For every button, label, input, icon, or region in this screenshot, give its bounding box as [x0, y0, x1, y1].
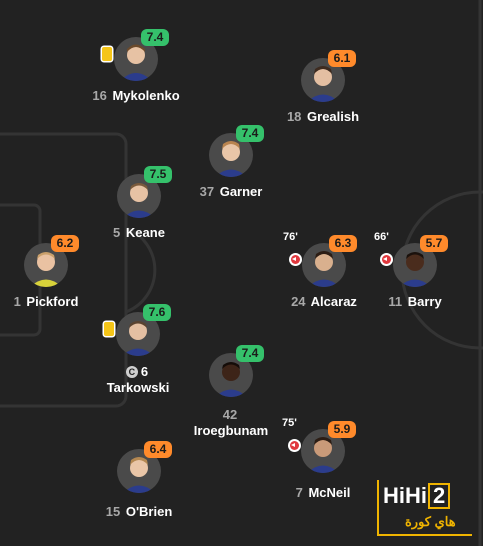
player-barry[interactable]: 66' 5.7 11 Barry — [360, 231, 470, 310]
player-name: 18 Grealish — [268, 109, 378, 125]
player-name: 5 Keane — [84, 225, 194, 241]
player-photo — [209, 133, 253, 177]
rating-badge: 5.7 — [420, 235, 448, 252]
substitution-time: 75' — [282, 417, 297, 429]
player-label: Keane — [125, 225, 165, 240]
player-label: Alcaraz — [310, 294, 357, 309]
rating-badge: 7.4 — [141, 29, 169, 46]
player-number: 7 — [295, 485, 303, 500]
player-avatar: 7.4 — [209, 345, 264, 397]
player-label: Mykolenko — [112, 88, 180, 103]
player-photo — [116, 312, 160, 356]
player-photo — [114, 37, 158, 81]
player-name: 11 Barry — [360, 294, 470, 310]
rating-badge: 6.4 — [144, 441, 172, 458]
rating-badge: 5.9 — [328, 421, 356, 438]
player-photo — [24, 243, 68, 287]
player-label: Garner — [219, 184, 263, 199]
rating-badge: 7.5 — [144, 166, 172, 183]
player-iroegbunam[interactable]: 7.4 42 Iroegbunam — [176, 345, 286, 439]
player-avatar: 75' 5.9 — [282, 417, 356, 473]
rating-badge: 7.4 — [236, 345, 264, 362]
player-photo — [117, 449, 161, 493]
rating-badge: 7.6 — [143, 304, 171, 321]
substitution-time: 76' — [283, 231, 298, 243]
player-avatar: 66' 5.7 — [374, 231, 448, 287]
player-photo — [117, 174, 161, 218]
player-avatar: 76' 6.3 — [283, 231, 357, 287]
player-number: 16 — [92, 88, 107, 103]
player-number: 24 — [291, 294, 306, 309]
yellow-card-icon — [104, 322, 114, 336]
player-number: 5 — [113, 225, 121, 240]
logo-frame — [377, 480, 472, 536]
player-label: Iroegbunam — [193, 423, 269, 438]
player-avatar: 7.5 — [117, 166, 172, 218]
player-alcaraz[interactable]: 76' 6.3 24 Alcaraz — [269, 231, 379, 310]
player-number: 1 — [13, 294, 21, 309]
player-keane[interactable]: 7.5 5 Keane — [84, 166, 194, 241]
player-number: 11 — [388, 294, 403, 309]
player-photo — [301, 58, 345, 102]
player-label: Barry — [407, 294, 442, 309]
player-name: 7 McNeil — [268, 485, 378, 501]
player-number: 15 — [105, 504, 121, 519]
logo-brand-text: HiHi — [383, 483, 427, 508]
player-number: 42 — [222, 407, 238, 422]
player-name: 24 Alcaraz — [269, 294, 379, 310]
player-avatar: 7.4 — [102, 29, 169, 81]
logo-brand-digit: 2 — [428, 483, 451, 509]
yellow-card-icon — [102, 47, 112, 61]
player-avatar: 6.2 — [24, 235, 79, 287]
player-label: Pickford — [26, 294, 79, 309]
player-name: 37 Garner — [176, 184, 286, 200]
player-number: 37 — [199, 184, 215, 199]
player-garner[interactable]: 7.4 37 Garner — [176, 125, 286, 200]
player-name: 16 Mykolenko — [81, 88, 191, 104]
substitution-time: 66' — [374, 231, 389, 243]
player-obrien[interactable]: 6.4 15 O'Brien — [84, 441, 194, 520]
captain-icon: C — [125, 366, 138, 378]
player-avatar: 7.6 — [104, 304, 171, 356]
player-photo — [209, 353, 253, 397]
substitution-out-icon — [288, 439, 301, 452]
player-label: O'Brien — [125, 504, 173, 519]
player-avatar: 7.4 — [209, 125, 264, 177]
rating-badge: 6.2 — [51, 235, 79, 252]
player-label: Tarkowski — [106, 380, 170, 395]
player-pickford[interactable]: 6.2 1 Pickford — [0, 235, 101, 310]
player-name: 42 Iroegbunam — [176, 407, 286, 439]
player-grealish[interactable]: 6.1 18 Grealish — [268, 50, 378, 125]
player-mykolenko[interactable]: 7.4 16 Mykolenko — [81, 29, 191, 104]
player-photo — [393, 243, 437, 287]
substitution-out-icon — [289, 253, 302, 266]
player-number: 18 — [286, 109, 302, 124]
player-photo — [301, 429, 345, 473]
player-number: 6 — [140, 364, 149, 379]
logo-arabic: هاي كورة — [405, 514, 456, 529]
substitution-out-icon — [380, 253, 393, 266]
player-mcneil[interactable]: 75' 5.9 7 McNeil — [268, 417, 378, 501]
rating-badge: 6.3 — [329, 235, 357, 252]
player-photo — [302, 243, 346, 287]
player-label: Grealish — [307, 109, 360, 124]
player-name: 15 O'Brien — [84, 504, 194, 520]
player-avatar: 6.1 — [301, 50, 356, 102]
player-label: McNeil — [308, 485, 351, 500]
player-avatar: 6.4 — [117, 441, 172, 493]
rating-badge: 7.4 — [236, 125, 264, 142]
rating-badge: 6.1 — [328, 50, 356, 67]
player-name: 1 Pickford — [0, 294, 101, 310]
